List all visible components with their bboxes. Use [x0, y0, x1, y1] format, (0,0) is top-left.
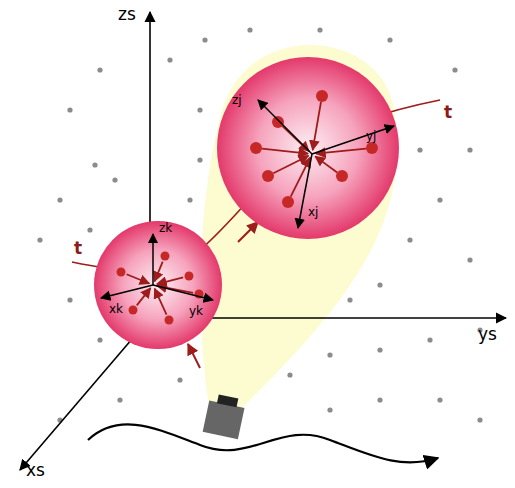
feature-point — [366, 142, 378, 154]
scene-point — [417, 147, 422, 152]
sphere-fill — [217, 57, 399, 239]
scene-point — [197, 157, 202, 162]
frame-axis — [312, 126, 394, 154]
scene-point — [112, 177, 117, 182]
sphere-outline — [93, 220, 223, 350]
feature-point — [165, 316, 174, 325]
scene-point — [377, 347, 382, 352]
scene-point — [327, 352, 332, 357]
feature-point — [282, 196, 294, 208]
scene-point — [477, 417, 482, 422]
feature-arrow — [155, 289, 167, 315]
scene-point — [167, 57, 172, 62]
scene-point — [437, 397, 442, 402]
incoming-arrow — [188, 344, 200, 368]
scene-point — [92, 162, 97, 167]
feature-sphere: zk xk yk — [93, 220, 223, 350]
feature-sphere: zj yj xj — [216, 56, 400, 240]
frame-axis — [153, 285, 213, 300]
axis-label: ys — [478, 326, 497, 343]
incoming-arrow — [238, 222, 258, 242]
feature-point — [272, 116, 284, 128]
scene-point — [452, 67, 457, 72]
feature-arrow — [157, 277, 183, 284]
scene-point — [117, 397, 122, 402]
scene-point — [187, 197, 192, 202]
frame-axis — [101, 285, 153, 298]
frame-axis — [152, 234, 154, 285]
scene-point — [377, 397, 382, 402]
frame-label: yj — [366, 130, 376, 142]
feature-arrow — [155, 262, 163, 282]
feature-point — [316, 90, 328, 102]
sphere-fill — [94, 221, 222, 349]
feature-arrow — [127, 274, 150, 283]
feature-arrow — [315, 156, 337, 172]
scene-point — [437, 197, 442, 202]
axis-label: zs — [118, 6, 136, 23]
scene-point — [287, 372, 292, 377]
scene-point — [67, 297, 72, 302]
feature-point — [117, 268, 126, 277]
feature-point — [262, 170, 274, 182]
frame-axis — [258, 100, 312, 154]
feature-point — [129, 306, 138, 315]
scene-point — [467, 257, 472, 262]
scene-point — [197, 107, 202, 112]
frame-label: zj — [232, 94, 242, 106]
scene-point — [317, 27, 322, 32]
scene-point — [327, 407, 332, 412]
scene-point — [87, 227, 92, 232]
camera-symbol — [203, 393, 247, 440]
scene-point — [427, 337, 432, 342]
frame-label: zk — [159, 222, 172, 234]
scene-point — [57, 197, 62, 202]
feature-point — [185, 272, 194, 281]
scene-point — [347, 297, 352, 302]
scene-point — [407, 237, 412, 242]
scene-point — [202, 37, 207, 42]
feature-arrow — [137, 288, 151, 305]
scene-point — [97, 337, 102, 342]
scene-point — [467, 147, 472, 152]
frame-label: xj — [308, 206, 318, 218]
scene-point — [377, 282, 382, 287]
point-cloud — [37, 27, 482, 422]
scene-point — [177, 377, 182, 382]
camera-path — [88, 424, 438, 462]
trajectory-label: t — [444, 104, 452, 121]
feature-point — [336, 170, 348, 182]
trajectory-label: t — [74, 240, 82, 257]
frame-label: yk — [189, 305, 203, 317]
frame-label: xk — [109, 303, 123, 315]
scene-point — [387, 37, 392, 42]
feature-point — [250, 142, 262, 154]
scene-point — [247, 27, 252, 32]
scene-point — [67, 107, 72, 112]
feature-arrow — [313, 102, 321, 150]
axis-label: xs — [26, 462, 45, 479]
feature-point — [161, 252, 170, 261]
scene-point — [97, 67, 102, 72]
scene-point — [37, 237, 42, 242]
feature-arrow — [262, 149, 308, 154]
